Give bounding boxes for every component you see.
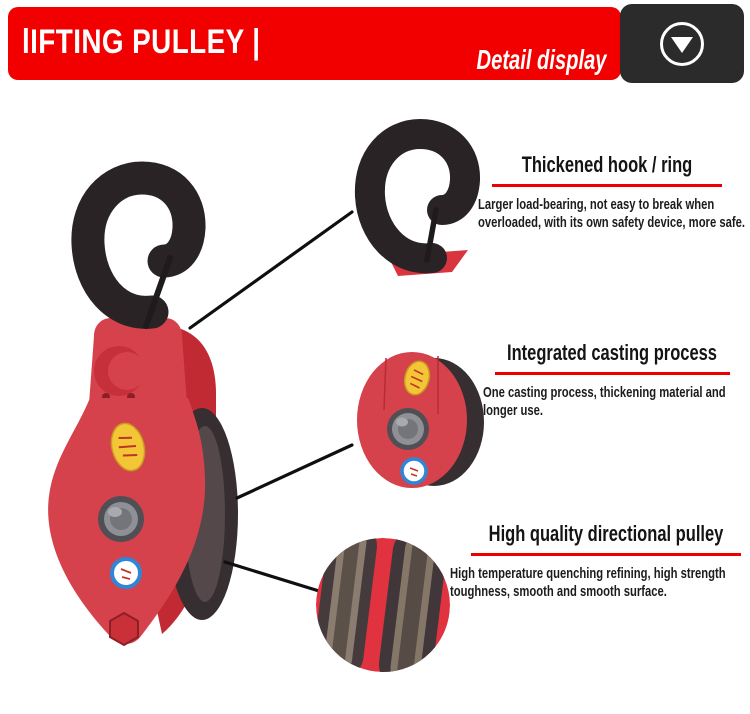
- callout-integrated-casting: Integrated casting process One casting p…: [412, 340, 750, 419]
- section-label: Detail display: [477, 44, 607, 75]
- callout-body: High temperature quenching refining, hig…: [450, 565, 726, 600]
- hook-safety-latch: [143, 255, 173, 329]
- callout-title: Integrated casting process: [507, 340, 717, 365]
- down-triangle-icon: [671, 37, 693, 53]
- leader-line-hook: [188, 210, 354, 330]
- hook-closeup: [354, 118, 480, 274]
- blue-round-sticker: [110, 557, 142, 589]
- main-product-photo: [48, 161, 238, 647]
- page-title: lIFTING PULLEY |: [22, 22, 261, 61]
- leader-line-sheave: [223, 560, 334, 597]
- callout-thickened-hook: Thickened hook / ring Larger load-bearin…: [407, 152, 750, 231]
- callout-directional-pulley: High quality directional pulley High tem…: [406, 521, 750, 600]
- crane-hook: [71, 161, 206, 329]
- scroll-down-tab[interactable]: [620, 4, 744, 83]
- hook-closeup-latch: [424, 207, 439, 263]
- casting-hub: [387, 408, 429, 450]
- callout-body: One casting process, thickening material…: [483, 384, 726, 419]
- red-underline: [492, 184, 722, 187]
- title-banner: lIFTING PULLEY | Detail display: [8, 7, 621, 80]
- clevis-shading-inner: [108, 352, 146, 390]
- callout-title: Thickened hook / ring: [521, 152, 693, 177]
- red-underline: [471, 553, 741, 556]
- hook-closeup-image: [354, 118, 480, 276]
- leader-line-casting: [235, 443, 354, 500]
- leader-lines: [188, 210, 354, 597]
- callout-body: Larger load-bearing, not easy to break w…: [478, 196, 745, 231]
- yellow-label-sticker: [110, 422, 146, 472]
- hex-bolt: [109, 611, 139, 647]
- casting-yellow-sticker: [403, 360, 431, 396]
- casting-closeup-image: [357, 352, 484, 488]
- circle-down-arrow-icon[interactable]: [660, 21, 704, 66]
- red-underline: [494, 372, 730, 375]
- callout-title: High quality directional pulley: [488, 521, 724, 546]
- axle-hub: [98, 496, 144, 542]
- casting-seams: [383, 356, 439, 414]
- casting-blue-sticker: [400, 457, 428, 485]
